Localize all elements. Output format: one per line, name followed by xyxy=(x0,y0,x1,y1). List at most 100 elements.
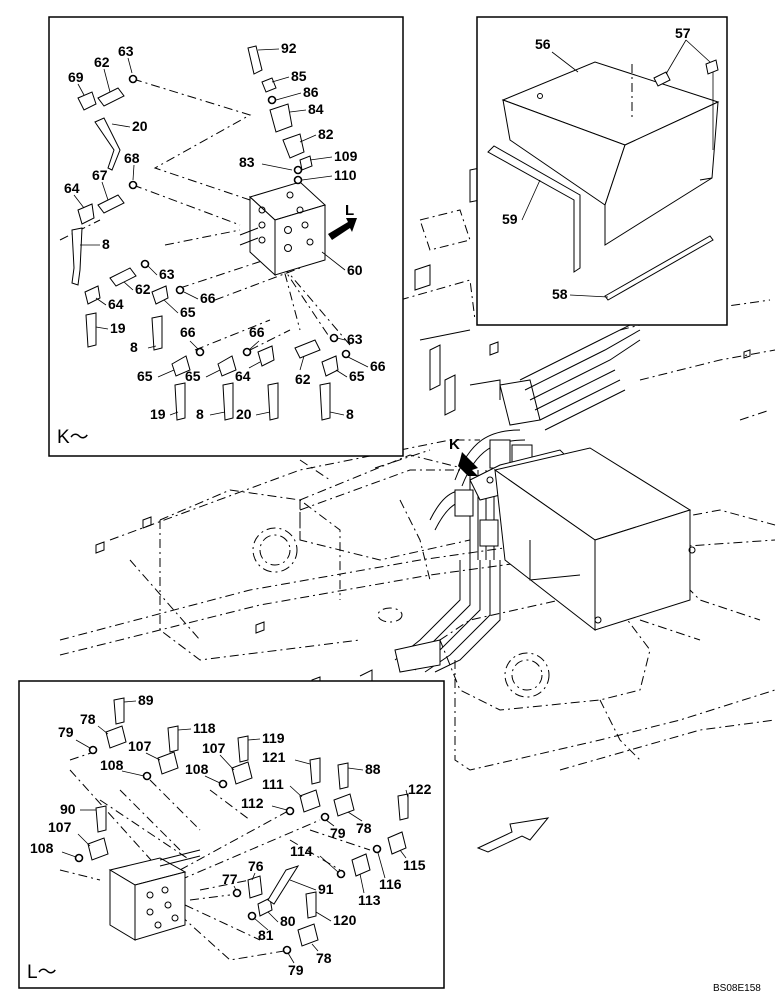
callout-19: 19 xyxy=(150,406,166,422)
callout-62: 62 xyxy=(295,371,311,387)
callout-109: 109 xyxy=(334,148,358,164)
rod-58 xyxy=(604,235,714,301)
callout-19: 19 xyxy=(110,320,126,336)
callout-8: 8 xyxy=(346,406,354,422)
callout-63: 63 xyxy=(159,266,175,282)
engine-housing xyxy=(299,449,471,561)
callout-121: 121 xyxy=(262,749,286,765)
callout-66: 66 xyxy=(249,324,265,340)
callout-65: 65 xyxy=(180,304,196,320)
callout-114: 114 xyxy=(290,843,313,859)
callout-92: 92 xyxy=(281,40,297,56)
callout-66: 66 xyxy=(200,290,216,306)
callout-88: 88 xyxy=(365,761,381,777)
callout-107: 107 xyxy=(48,819,72,835)
callout-82: 82 xyxy=(318,126,334,142)
callout-76: 76 xyxy=(248,858,264,874)
callout-68: 68 xyxy=(124,150,140,166)
valve-block-60 xyxy=(239,181,326,277)
bracket-59 xyxy=(487,145,581,273)
callout-63: 63 xyxy=(347,331,363,347)
callout-116: 116 xyxy=(379,876,402,892)
k-callouts: 63 62 69 20 68 64 67 8 92 85 86 84 82 83… xyxy=(64,40,386,422)
callout-64: 64 xyxy=(108,296,124,312)
callout-8: 8 xyxy=(102,236,110,252)
callout-79: 79 xyxy=(330,825,346,841)
callout-57: 57 xyxy=(675,25,691,41)
bolts-57 xyxy=(631,59,719,150)
view-marker-k: K xyxy=(449,436,460,453)
callout-56: 56 xyxy=(535,36,551,52)
callout-110: 110 xyxy=(334,167,357,183)
view-arrow-k xyxy=(458,452,478,476)
callout-90: 90 xyxy=(60,801,76,817)
callout-89: 89 xyxy=(138,692,154,708)
inset-view-k xyxy=(48,16,404,457)
callout-78: 78 xyxy=(316,950,332,966)
callout-118: 118 xyxy=(193,720,216,736)
l-callouts: 89 78 118 79 107 119 107 121 108 108 88 … xyxy=(30,692,432,978)
main-box-cover xyxy=(493,447,696,632)
callout-67: 67 xyxy=(92,167,108,183)
callout-8: 8 xyxy=(196,406,204,422)
callout-120: 120 xyxy=(333,912,357,928)
callout-108: 108 xyxy=(30,840,54,856)
callout-108: 108 xyxy=(100,757,124,773)
callout-108: 108 xyxy=(185,761,209,777)
view-k-label: K～ xyxy=(57,427,89,448)
box-cover-56 xyxy=(501,61,720,246)
l-orings xyxy=(74,745,382,955)
callout-69: 69 xyxy=(68,69,84,85)
callout-62: 62 xyxy=(94,54,110,70)
callout-60: 60 xyxy=(347,262,363,278)
callout-111: 111 xyxy=(262,776,284,792)
callout-79: 79 xyxy=(58,724,74,740)
callout-79: 79 xyxy=(288,962,304,978)
inset-view-l xyxy=(18,680,445,989)
callout-119: 119 xyxy=(262,730,285,746)
callout-113: 113 xyxy=(358,892,381,908)
callout-77: 77 xyxy=(222,871,238,887)
box-callouts: 56 57 59 58 xyxy=(502,25,711,302)
callout-122: 122 xyxy=(408,781,432,797)
callout-78: 78 xyxy=(80,711,96,727)
callout-65: 65 xyxy=(137,368,153,384)
l-fittings xyxy=(87,697,409,947)
callout-65: 65 xyxy=(185,368,201,384)
callout-86: 86 xyxy=(303,84,319,100)
callout-85: 85 xyxy=(291,68,307,84)
callout-112: 112 xyxy=(241,795,264,811)
callout-66: 66 xyxy=(370,358,386,374)
callout-62: 62 xyxy=(135,281,151,297)
direction-arrow xyxy=(476,817,550,853)
callout-78: 78 xyxy=(356,820,372,836)
callout-84: 84 xyxy=(308,101,324,117)
callout-59: 59 xyxy=(502,211,518,227)
callout-80: 80 xyxy=(280,913,296,929)
callout-91: 91 xyxy=(318,881,334,897)
callout-115: 115 xyxy=(403,857,426,873)
hose-bundle xyxy=(394,319,641,673)
callout-83: 83 xyxy=(239,154,255,170)
callout-81: 81 xyxy=(258,927,274,943)
callout-64: 64 xyxy=(235,368,251,384)
callout-63: 63 xyxy=(118,43,134,59)
view-l-label: L～ xyxy=(27,962,57,983)
k-orings xyxy=(128,74,351,359)
callout-107: 107 xyxy=(128,738,152,754)
callout-107: 107 xyxy=(202,740,226,756)
callout-20: 20 xyxy=(236,406,252,422)
callout-65: 65 xyxy=(349,368,365,384)
callout-64: 64 xyxy=(64,180,80,196)
base-holes xyxy=(95,341,751,698)
callout-66: 66 xyxy=(180,324,196,340)
callout-58: 58 xyxy=(552,286,568,302)
valve-block-l xyxy=(108,849,201,941)
view-marker-l: L xyxy=(345,202,354,219)
document-code: BS08E158 xyxy=(713,983,761,994)
view-arrow-l xyxy=(328,218,357,240)
k-fittings xyxy=(71,45,339,421)
callout-8: 8 xyxy=(130,339,138,355)
callout-20: 20 xyxy=(132,118,148,134)
l-connection-lines xyxy=(59,749,371,961)
